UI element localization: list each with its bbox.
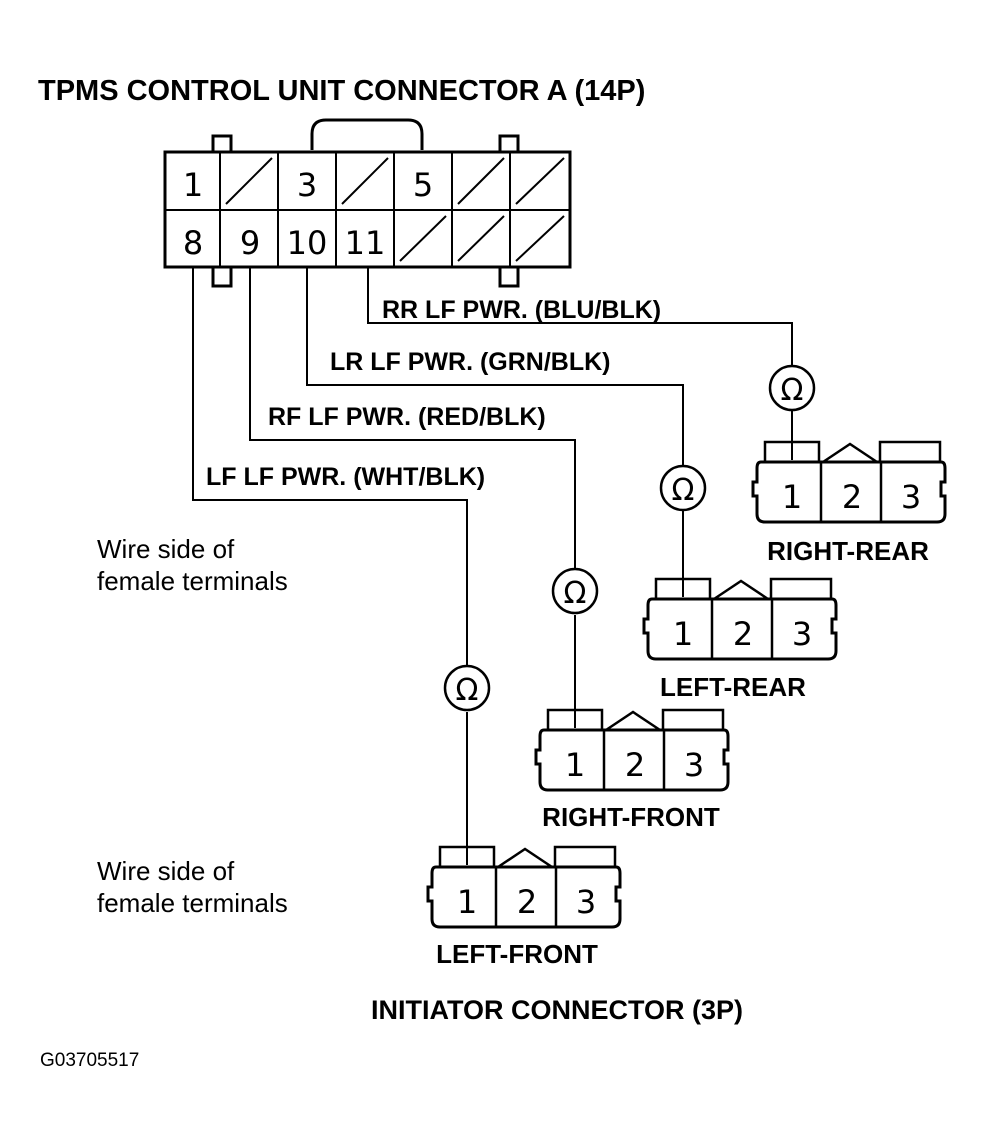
initiator-pin: 1: [673, 615, 693, 653]
main-title: TPMS CONTROL UNIT CONNECTOR A (14P): [38, 75, 645, 107]
ohmmeter-lr: Ω: [659, 464, 707, 512]
note-upper-line1: Wire side of: [97, 534, 235, 564]
ohmmeter-lf: Ω: [443, 664, 491, 712]
initiator-body: [534, 728, 730, 792]
initiator-pin: 3: [684, 746, 704, 784]
initiator-pin: 2: [625, 746, 645, 784]
initiator-body: [426, 865, 622, 929]
initiator-body: [642, 597, 838, 661]
initiator-pin: 1: [565, 746, 585, 784]
wire-rr: [367, 267, 793, 368]
initiator-latch: [546, 708, 604, 730]
initiator-latch: [654, 577, 712, 599]
connector-a-pin: 1: [183, 166, 203, 204]
initiator-pin: 1: [457, 883, 477, 921]
ohm-icon: Ω: [781, 373, 804, 408]
initiator-latch: [438, 845, 496, 867]
connector-a-lock: [310, 118, 424, 150]
ohm-icon: Ω: [456, 673, 479, 708]
initiator-key: [497, 847, 553, 869]
label-left-front: LEFT-FRONT: [436, 939, 598, 969]
wire-lr: [306, 267, 684, 465]
figure-code: G03705517: [40, 1050, 139, 1071]
initiator-pin: 1: [782, 478, 802, 516]
note-upper-line2: female terminals: [97, 566, 288, 596]
wire-lf: [192, 267, 468, 665]
label-left-rear: LEFT-REAR: [660, 672, 806, 702]
initiator-title: INITIATOR CONNECTOR (3P): [371, 995, 743, 1025]
connector-a-pin: 9: [240, 224, 260, 262]
initiator-key: [822, 442, 878, 464]
initiator-latch: [661, 708, 725, 730]
wire-label-lf: LF LF PWR. (WHT/BLK): [206, 463, 485, 491]
label-right-rear: RIGHT-REAR: [767, 536, 929, 566]
ohm-icon: Ω: [672, 473, 695, 508]
initiator-pin: 3: [901, 478, 921, 516]
connector-a-pin: 5: [413, 166, 433, 204]
note-lower-line1: Wire side of: [97, 856, 235, 886]
connector-a-pin: 11: [345, 224, 386, 262]
initiator-body: [751, 460, 947, 524]
wire-label-rr: RR LF PWR. (BLU/BLK): [382, 296, 661, 324]
initiator-pin: 2: [842, 478, 862, 516]
wire-label-rf: RF LF PWR. (RED/BLK): [268, 403, 546, 431]
initiator-latch: [553, 845, 617, 867]
initiator-connectors: 1 2 3 1 2 3 1 2 3 1 2 3: [426, 440, 947, 929]
initiator-key: [713, 579, 769, 601]
connector-a: 1 3 5 8 9 10 11: [163, 118, 572, 288]
initiator-latch: [769, 577, 833, 599]
initiator-pin: 2: [517, 883, 537, 921]
initiator-key: [605, 710, 661, 732]
wire-label-lr: LR LF PWR. (GRN/BLK): [330, 348, 611, 376]
initiator-pin: 3: [792, 615, 812, 653]
initiator-latch: [878, 440, 942, 462]
ohm-icon: Ω: [564, 576, 587, 611]
initiator-pin: 3: [576, 883, 596, 921]
connector-a-pin: 3: [297, 166, 317, 204]
label-right-front: RIGHT-FRONT: [542, 802, 720, 832]
note-lower-line2: female terminals: [97, 888, 288, 918]
connector-a-tab-bottom-left: [211, 264, 233, 288]
wire-rf: [249, 267, 576, 568]
initiator-pin: 2: [733, 615, 753, 653]
ohmmeter-rr: Ω: [768, 364, 816, 412]
connector-a-tab-bottom-right: [498, 264, 520, 288]
ohmmeter-rf: Ω: [551, 567, 599, 615]
initiator-latch: [763, 440, 821, 462]
connector-a-pin: 10: [287, 224, 328, 262]
connector-a-pin: 8: [183, 224, 203, 262]
